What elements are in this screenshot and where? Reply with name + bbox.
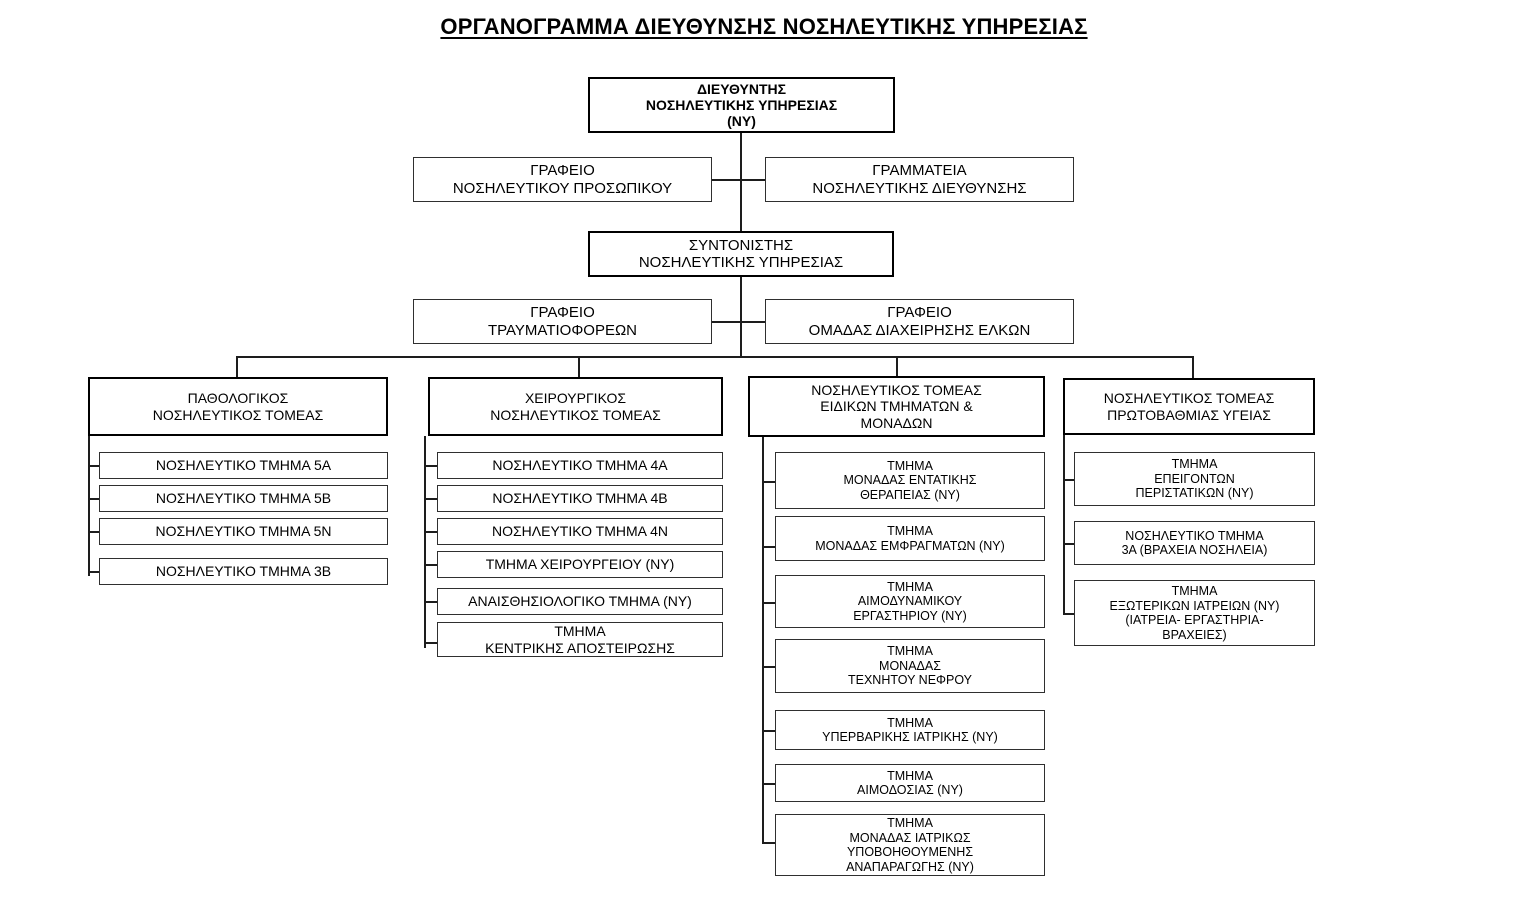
connector-stub-primary-2 (1063, 543, 1075, 545)
child-label-special-4: ΤΜΗΜΑ ΜΟΝΑΔΑΣ ΤΕΧΝΗΤΟΥ ΝΕΦΡΟΥ (847, 644, 972, 688)
child-box-surgical-2[interactable]: ΝΟΣΗΛΕΥΤΙΚΟ ΤΜΗΜΑ 4Β (437, 485, 723, 512)
connector-stub-pathology-1 (88, 465, 100, 467)
connector-stub-pathology-2 (88, 498, 100, 500)
child-box-special-1[interactable]: ΤΜΗΜΑ ΜΟΝΑΔΑΣ ΕΝΤΑΤΙΚΗΣ ΘΕΡΑΠΕΙΑΣ (ΝΥ) (775, 452, 1045, 509)
node-coordinator-label: ΣΥΝΤΟΝΙΣΤΗΣ ΝΟΣΗΛΕΥΤΙΚΗΣ ΥΠΗΡΕΣΙΑΣ (638, 236, 844, 271)
node-office-wounds[interactable]: ΓΡΑΦΕΙΟ ΟΜΑΔΑΣ ΔΙΑΧΕΙΡΗΣΗΣ ΕΛΚΩΝ (765, 299, 1074, 344)
connector-director-to-coordinator (740, 132, 742, 232)
connector-spine-to-secretariat (740, 179, 766, 181)
child-box-special-7[interactable]: ΤΜΗΜΑ ΜΟΝΑΔΑΣ ΙΑΤΡΙΚΩΣ ΥΠΟΒΟΗΘΟΥΜΕΝΗΣ ΑΝ… (775, 814, 1045, 876)
child-label-surgical-6: ΤΜΗΜΑ ΚΕΝΤΡΙΚΗΣ ΑΠΟΣΤΕΙΡΩΣΗΣ (485, 623, 675, 656)
connector-drop-sector-4 (1192, 356, 1194, 379)
connector-spine-primary-care (1063, 435, 1065, 614)
connector-spine-to-office-personnel (711, 179, 741, 181)
connector-spine-special-units (762, 437, 764, 842)
child-label-special-1: ΤΜΗΜΑ ΜΟΝΑΔΑΣ ΕΝΤΑΤΙΚΗΣ ΘΕΡΑΠΕΙΑΣ (ΝΥ) (843, 458, 977, 502)
sector-header-surgical[interactable]: ΧΕΙΡΟΥΡΓΙΚΟΣ ΝΟΣΗΛΕΥΤΙΚΟΣ ΤΟΜΕΑΣ (428, 377, 723, 436)
connector-stub-surgical-1 (424, 465, 438, 467)
child-box-special-6[interactable]: ΤΜΗΜΑ ΑΙΜΟΔΟΣΙΑΣ (ΝΥ) (775, 764, 1045, 802)
connector-stub-special-1 (762, 481, 776, 483)
child-box-pathology-3[interactable]: ΝΟΣΗΛΕΥΤΙΚΟ ΤΜΗΜΑ 5Ν (99, 518, 388, 545)
child-label-primary-2: ΝΟΣΗΛΕΥΤΙΚΟ ΤΜΗΜΑ 3Α (ΒΡΑΧΕΙΑ ΝΟΣΗΛΕΙΑ) (1121, 528, 1268, 558)
child-box-pathology-1[interactable]: ΝΟΣΗΛΕΥΤΙΚΟ ΤΜΗΜΑ 5Α (99, 452, 388, 479)
node-office-personnel-label: ΓΡΑΦΕΙΟ ΝΟΣΗΛΕΥΤΙΚΟΥ ΠΡΟΣΩΠΙΚΟΥ (452, 162, 673, 197)
sector-header-special-units[interactable]: ΝΟΣΗΛΕΥΤΙΚΟΣ ΤΟΜΕΑΣ ΕΙΔΙΚΩΝ ΤΜΗΜΑΤΩΝ & Μ… (748, 376, 1045, 437)
connector-stub-special-2 (762, 546, 776, 548)
sector-header-pathology[interactable]: ΠΑΘΟΛΟΓΙΚΟΣ ΝΟΣΗΛΕΥΤΙΚΟΣ ΤΟΜΕΑΣ (88, 377, 388, 436)
connector-stub-surgical-6 (424, 642, 438, 644)
sector-header-primary-care-label: ΝΟΣΗΛΕΥΤΙΚΟΣ ΤΟΜΕΑΣ ΠΡΩΤΟΒΑΘΜΙΑΣ ΥΓΕΙΑΣ (1103, 390, 1275, 423)
child-box-primary-2[interactable]: ΝΟΣΗΛΕΥΤΙΚΟ ΤΜΗΜΑ 3Α (ΒΡΑΧΕΙΑ ΝΟΣΗΛΕΙΑ) (1074, 521, 1315, 565)
connector-stub-surgical-5 (424, 601, 438, 603)
connector-drop-sector-1 (236, 356, 238, 377)
node-office-stretcher[interactable]: ΓΡΑΦΕΙΟ ΤΡΑΥΜΑΤΙΟΦΟΡΕΩΝ (413, 299, 712, 344)
node-office-wounds-label: ΓΡΑΦΕΙΟ ΟΜΑΔΑΣ ΔΙΑΧΕΙΡΗΣΗΣ ΕΛΚΩΝ (808, 304, 1031, 339)
sector-header-special-units-label: ΝΟΣΗΛΕΥΤΙΚΟΣ ΤΟΜΕΑΣ ΕΙΔΙΚΩΝ ΤΜΗΜΑΤΩΝ & Μ… (811, 382, 982, 431)
connector-stub-special-6 (762, 783, 776, 785)
connector-spine-surgical (424, 436, 426, 648)
connector-stub-surgical-2 (424, 498, 438, 500)
child-label-surgical-5: ΑΝΑΙΣΘΗΣΙΟΛΟΓΙΚΟ ΤΜΗΜΑ (ΝΥ) (468, 593, 692, 610)
connector-stub-primary-3 (1063, 613, 1075, 615)
connector-stub-special-5 (762, 730, 776, 732)
connector-stub-pathology-3 (88, 531, 100, 533)
node-office-stretcher-label: ΓΡΑΦΕΙΟ ΤΡΑΥΜΑΤΙΟΦΟΡΕΩΝ (487, 304, 638, 339)
node-office-personnel[interactable]: ΓΡΑΦΕΙΟ ΝΟΣΗΛΕΥΤΙΚΟΥ ΠΡΟΣΩΠΙΚΟΥ (413, 157, 712, 202)
child-box-surgical-3[interactable]: ΝΟΣΗΛΕΥΤΙΚΟ ΤΜΗΜΑ 4Ν (437, 518, 723, 545)
child-label-surgical-3: ΝΟΣΗΛΕΥΤΙΚΟ ΤΜΗΜΑ 4Ν (491, 523, 668, 540)
child-label-primary-3: ΤΜΗΜΑ ΕΞΩΤΕΡΙΚΩΝ ΙΑΤΡΕΙΩΝ (ΝΥ) (ΙΑΤΡΕΙΑ-… (1109, 584, 1280, 642)
child-label-special-3: ΤΜΗΜΑ ΑΙΜΟΔΥΝΑΜΙΚΟΥ ΕΡΓΑΣΤΗΡΙΟΥ (ΝΥ) (853, 579, 967, 623)
child-label-surgical-4: ΤΜΗΜΑ ΧΕΙΡΟΥΡΓΕΙΟΥ (ΝΥ) (485, 556, 675, 573)
connector-sector-distributor-bar (236, 356, 1194, 358)
connector-coordinator-to-distributor (740, 276, 742, 357)
node-director-label: ΔΙΕΥΘΥΝΤΗΣ ΝΟΣΗΛΕΥΤΙΚΗΣ ΥΠΗΡΕΣΙΑΣ (ΝΥ) (645, 80, 838, 130)
connector-stub-special-4 (762, 666, 776, 668)
connector-stub-pathology-4 (88, 571, 100, 573)
child-box-surgical-5[interactable]: ΑΝΑΙΣΘΗΣΙΟΛΟΓΙΚΟ ΤΜΗΜΑ (ΝΥ) (437, 588, 723, 615)
child-box-surgical-6[interactable]: ΤΜΗΜΑ ΚΕΝΤΡΙΚΗΣ ΑΠΟΣΤΕΙΡΩΣΗΣ (437, 622, 723, 657)
child-label-pathology-3: ΝΟΣΗΛΕΥΤΙΚΟ ΤΜΗΜΑ 5Ν (155, 523, 332, 540)
node-coordinator[interactable]: ΣΥΝΤΟΝΙΣΤΗΣ ΝΟΣΗΛΕΥΤΙΚΗΣ ΥΠΗΡΕΣΙΑΣ (588, 231, 894, 277)
connector-stub-special-3 (762, 602, 776, 604)
child-box-pathology-2[interactable]: ΝΟΣΗΛΕΥΤΙΚΟ ΤΜΗΜΑ 5Β (99, 485, 388, 512)
child-label-surgical-2: ΝΟΣΗΛΕΥΤΙΚΟ ΤΜΗΜΑ 4Β (492, 490, 668, 507)
connector-stub-surgical-4 (424, 564, 438, 566)
child-box-pathology-4[interactable]: ΝΟΣΗΛΕΥΤΙΚΟ ΤΜΗΜΑ 3Β (99, 558, 388, 585)
connector-stub-primary-1 (1063, 479, 1075, 481)
child-box-primary-3[interactable]: ΤΜΗΜΑ ΕΞΩΤΕΡΙΚΩΝ ΙΑΤΡΕΙΩΝ (ΝΥ) (ΙΑΤΡΕΙΑ-… (1074, 580, 1315, 646)
connector-spine-to-office-stretcher (711, 321, 741, 323)
child-label-pathology-2: ΝΟΣΗΛΕΥΤΙΚΟ ΤΜΗΜΑ 5Β (155, 490, 332, 507)
connector-stub-surgical-3 (424, 531, 438, 533)
node-secretariat-label: ΓΡΑΜΜΑΤΕΙΑ ΝΟΣΗΛΕΥΤΙΚΗΣ ΔΙΕΥΘΥΝΣΗΣ (812, 162, 1027, 197)
sector-header-primary-care[interactable]: ΝΟΣΗΛΕΥΤΙΚΟΣ ΤΟΜΕΑΣ ΠΡΩΤΟΒΑΘΜΙΑΣ ΥΓΕΙΑΣ (1063, 378, 1315, 435)
child-box-special-3[interactable]: ΤΜΗΜΑ ΑΙΜΟΔΥΝΑΜΙΚΟΥ ΕΡΓΑΣΤΗΡΙΟΥ (ΝΥ) (775, 575, 1045, 628)
node-secretariat[interactable]: ΓΡΑΜΜΑΤΕΙΑ ΝΟΣΗΛΕΥΤΙΚΗΣ ΔΙΕΥΘΥΝΣΗΣ (765, 157, 1074, 202)
child-box-surgical-1[interactable]: ΝΟΣΗΛΕΥΤΙΚΟ ΤΜΗΜΑ 4Α (437, 452, 723, 479)
connector-spine-pathology (88, 436, 90, 576)
connector-drop-sector-3 (896, 356, 898, 376)
page-title: ΟΡΓΑΝΟΓΡΑΜΜΑ ΔΙΕΥΘΥΝΣΗΣ ΝΟΣΗΛΕΥΤΙΚΗΣ ΥΠΗ… (440, 14, 1088, 39)
child-box-special-4[interactable]: ΤΜΗΜΑ ΜΟΝΑΔΑΣ ΤΕΧΝΗΤΟΥ ΝΕΦΡΟΥ (775, 639, 1045, 693)
connector-spine-to-office-wounds (740, 321, 766, 323)
child-label-primary-1: ΤΜΗΜΑ ΕΠΕΙΓΟΝΤΩΝ ΠΕΡΙΣΤΑΤΙΚΩΝ (ΝΥ) (1135, 457, 1254, 501)
child-label-surgical-1: ΝΟΣΗΛΕΥΤΙΚΟ ΤΜΗΜΑ 4Α (492, 457, 668, 474)
child-box-surgical-4[interactable]: ΤΜΗΜΑ ΧΕΙΡΟΥΡΓΕΙΟΥ (ΝΥ) (437, 551, 723, 578)
connector-drop-sector-2 (578, 356, 580, 377)
child-label-special-5: ΤΜΗΜΑ ΥΠΕΡΒΑΡΙΚΗΣ ΙΑΤΡΙΚΗΣ (ΝΥ) (822, 715, 998, 745)
child-box-primary-1[interactable]: ΤΜΗΜΑ ΕΠΕΙΓΟΝΤΩΝ ΠΕΡΙΣΤΑΤΙΚΩΝ (ΝΥ) (1074, 452, 1315, 506)
child-label-pathology-4: ΝΟΣΗΛΕΥΤΙΚΟ ΤΜΗΜΑ 3Β (155, 563, 332, 580)
connector-stub-special-7 (762, 842, 776, 844)
child-label-special-2: ΤΜΗΜΑ ΜΟΝΑΔΑΣ ΕΜΦΡΑΓΜΑΤΩΝ (ΝΥ) (815, 524, 1005, 553)
child-label-special-6: ΤΜΗΜΑ ΑΙΜΟΔΟΣΙΑΣ (ΝΥ) (857, 768, 963, 798)
node-director[interactable]: ΔΙΕΥΘΥΝΤΗΣ ΝΟΣΗΛΕΥΤΙΚΗΣ ΥΠΗΡΕΣΙΑΣ (ΝΥ) (588, 77, 895, 133)
sector-header-pathology-label: ΠΑΘΟΛΟΓΙΚΟΣ ΝΟΣΗΛΕΥΤΙΚΟΣ ΤΟΜΕΑΣ (152, 390, 324, 423)
child-label-special-7: ΤΜΗΜΑ ΜΟΝΑΔΑΣ ΙΑΤΡΙΚΩΣ ΥΠΟΒΟΗΘΟΥΜΕΝΗΣ ΑΝ… (846, 816, 974, 874)
child-box-special-2[interactable]: ΤΜΗΜΑ ΜΟΝΑΔΑΣ ΕΜΦΡΑΓΜΑΤΩΝ (ΝΥ) (775, 516, 1045, 561)
child-box-special-5[interactable]: ΤΜΗΜΑ ΥΠΕΡΒΑΡΙΚΗΣ ΙΑΤΡΙΚΗΣ (ΝΥ) (775, 710, 1045, 750)
child-label-pathology-1: ΝΟΣΗΛΕΥΤΙΚΟ ΤΜΗΜΑ 5Α (155, 457, 332, 474)
sector-header-surgical-label: ΧΕΙΡΟΥΡΓΙΚΟΣ ΝΟΣΗΛΕΥΤΙΚΟΣ ΤΟΜΕΑΣ (490, 390, 661, 423)
